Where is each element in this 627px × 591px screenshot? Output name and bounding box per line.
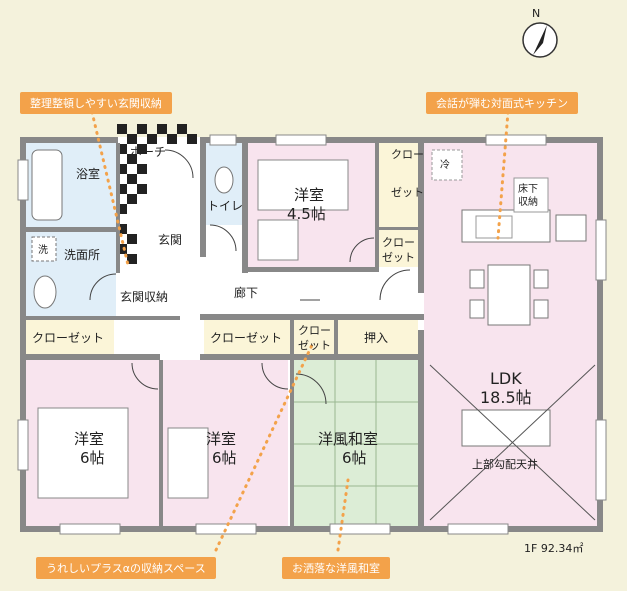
desk-45 bbox=[257, 219, 299, 261]
compass: N bbox=[522, 7, 558, 58]
label-wafu-size: 6帖 bbox=[342, 449, 367, 467]
label-western-6a-name: 洋室 bbox=[74, 430, 104, 448]
label-washroom: 洗面所 bbox=[64, 248, 100, 262]
label-western-45-size: 4.5帖 bbox=[287, 205, 326, 223]
bed-6a bbox=[37, 407, 129, 499]
callout-kitchen: 会話が弾む対面式キッチン bbox=[426, 92, 578, 114]
kitchen-sink bbox=[475, 215, 513, 239]
washbasin bbox=[33, 275, 57, 309]
label-entrance-storage: 玄関収納 bbox=[120, 289, 168, 304]
label-fridge-mark: 冷 bbox=[440, 158, 450, 171]
label-ceiling-note: 上部勾配天井 bbox=[472, 457, 538, 471]
closet-a-area bbox=[378, 143, 418, 227]
underfloor-storage bbox=[513, 177, 549, 213]
label-underfloor-2: 収納 bbox=[518, 195, 538, 208]
compass-needle-icon bbox=[533, 25, 547, 55]
floor-area: 1F 92.34㎡ bbox=[524, 542, 583, 555]
label-ldk-size: 18.5帖 bbox=[480, 388, 532, 407]
bathtub bbox=[31, 149, 63, 221]
label-bath: 浴室 bbox=[76, 166, 100, 181]
label-western-45-name: 洋室 bbox=[294, 186, 324, 204]
desk-6b bbox=[167, 427, 209, 499]
vaulted-ceiling-lines bbox=[429, 364, 596, 521]
label-toilet: トイレ bbox=[207, 199, 243, 213]
closet-mid-area bbox=[204, 320, 292, 354]
closet-c-area bbox=[294, 320, 334, 354]
tatami-grid bbox=[294, 360, 418, 528]
label-wash-mark: 洗 bbox=[38, 244, 48, 256]
label-closet-left: クローゼット bbox=[32, 331, 104, 345]
label-western-6a-size: 6帖 bbox=[80, 449, 105, 467]
label-closet-c-2: ゼット bbox=[298, 339, 331, 352]
oshiire-area bbox=[338, 320, 418, 354]
label-closet-mid: クローゼット bbox=[210, 331, 282, 345]
dining-chairs bbox=[469, 269, 549, 319]
closet-left-area bbox=[26, 320, 114, 354]
label-closet-b-2: ゼット bbox=[382, 251, 415, 264]
label-porch: ポーチ bbox=[130, 145, 166, 159]
sofa bbox=[461, 409, 551, 447]
porch-tiles bbox=[117, 124, 197, 264]
callout-entrance-storage: 整理整頓しやすい玄関収納 bbox=[20, 92, 172, 114]
callout-japanese-room: お洒落な洋風和室 bbox=[282, 557, 390, 579]
label-closet-b-1: クロー bbox=[382, 236, 415, 249]
label-western-6b-name: 洋室 bbox=[206, 430, 236, 448]
walls bbox=[20, 137, 603, 532]
bed-45 bbox=[257, 159, 349, 211]
label-ldk-name: LDK bbox=[490, 369, 522, 388]
closet-b-area bbox=[378, 230, 418, 267]
label-closet-a-1: クロー bbox=[391, 148, 424, 161]
stove bbox=[555, 214, 587, 242]
dining-table bbox=[487, 264, 531, 326]
label-closet-c-1: クロー bbox=[298, 324, 331, 337]
callout-extra-storage: うれしいプラスαの収納スペース bbox=[36, 557, 216, 579]
fridge-spot bbox=[431, 149, 463, 181]
compass-north-label: N bbox=[532, 7, 540, 20]
toilet-bowl bbox=[214, 166, 234, 194]
label-wafu-name: 洋風和室 bbox=[318, 430, 378, 448]
label-underfloor-1: 床下 bbox=[518, 182, 538, 195]
label-western-6b-size: 6帖 bbox=[212, 449, 237, 467]
label-oshiire: 押入 bbox=[364, 331, 388, 345]
callout-leaders bbox=[90, 110, 510, 552]
label-closet-a-2: ゼット bbox=[391, 186, 424, 199]
label-hallway: 廊下 bbox=[234, 285, 258, 300]
washing-machine-spot bbox=[31, 236, 57, 262]
door-arcs bbox=[89, 149, 411, 405]
label-entrance: 玄関 bbox=[158, 232, 182, 247]
